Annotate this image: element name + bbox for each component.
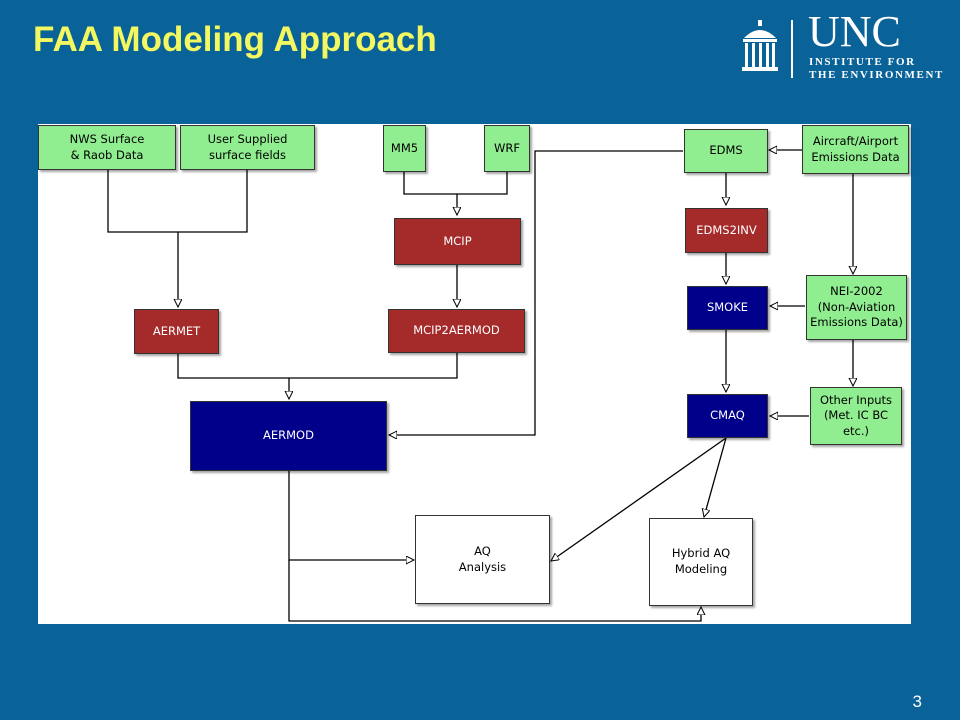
flow-diagram: NWS Surface & Raob Data User Supplied su…	[38, 124, 911, 624]
node-other-inputs: Other Inputs (Met. IC BC etc.)	[810, 387, 902, 445]
connector-lines	[107, 124, 911, 622]
node-edms2inv: EDMS2INV	[685, 208, 768, 253]
connector-nws-aermet	[107, 170, 178, 307]
connector-user-aermet	[178, 170, 248, 233]
connector-aermod-hybrid	[288, 560, 701, 622]
connector-wrf-mcip	[457, 172, 508, 195]
node-smoke: SMOKE	[687, 286, 768, 330]
connector-cmaq-hybrid	[704, 437, 727, 517]
node-nws-surface: NWS Surface & Raob Data	[38, 125, 176, 170]
logo-subtitle-line1: INSTITUTE FOR	[809, 56, 916, 68]
node-mcip: MCIP	[394, 218, 521, 265]
connector-aermet-aermod	[177, 354, 289, 399]
page-number: 3	[912, 692, 922, 711]
node-wrf: WRF	[484, 125, 530, 172]
logo-subtitle-line2: THE ENVIRONMENT	[809, 69, 944, 81]
node-mm5: MM5	[383, 125, 426, 172]
connector-mcip2aermod-aermod	[289, 353, 458, 379]
logo-name: UNC	[808, 7, 901, 56]
unc-logo: UNC INSTITUTE FOR THE ENVIRONMENT	[740, 10, 950, 86]
logo-divider	[791, 20, 793, 78]
node-mcip2aermod: MCIP2AERMOD	[388, 309, 525, 353]
node-aermet: AERMET	[134, 309, 219, 354]
node-hybrid-aq-modeling: Hybrid AQ Modeling	[649, 518, 753, 606]
connector-aermod-aq	[288, 471, 414, 560]
node-cmaq: CMAQ	[687, 394, 768, 438]
connector-edms-aermod	[389, 150, 683, 435]
node-user-supplied: User Supplied surface fields	[180, 125, 315, 170]
node-aermod: AERMOD	[190, 401, 387, 471]
node-aircraft-emissions: Aircraft/Airport Emissions Data	[802, 125, 909, 174]
node-edms: EDMS	[684, 129, 768, 173]
connector-mm5-mcip	[403, 172, 457, 215]
old-well-icon	[742, 20, 778, 71]
node-nei-2002: NEI-2002 (Non-Aviation Emissions Data)	[806, 275, 907, 340]
node-aq-analysis: AQ Analysis	[415, 515, 550, 604]
connector-cmaq-aq	[551, 437, 727, 561]
slide-title: FAA Modeling Approach	[33, 20, 437, 59]
